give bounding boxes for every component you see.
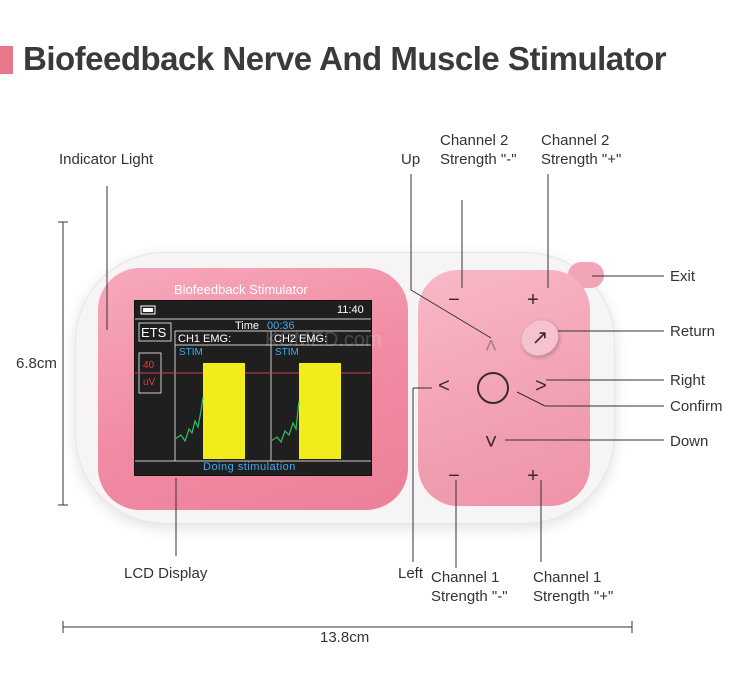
ch1-stim-bar bbox=[203, 363, 245, 459]
watermark: KOMED.com bbox=[265, 329, 382, 351]
ch2-plus-button[interactable]: + bbox=[527, 289, 539, 311]
ch1-emg-trace bbox=[174, 396, 204, 443]
label-ch1-minus-line1: Channel 1 bbox=[431, 569, 500, 586]
label-exit: Exit bbox=[670, 268, 696, 285]
label-return: Return bbox=[670, 323, 716, 340]
page-title: Biofeedback Nerve And Muscle Stimulator bbox=[23, 40, 667, 77]
label-lcd-display: LCD Display bbox=[124, 565, 208, 582]
label-ch1-plus-line1: Channel 1 bbox=[533, 569, 602, 586]
label-up: Up bbox=[401, 151, 421, 168]
label-ch2-plus-line1: Channel 2 bbox=[541, 132, 610, 149]
confirm-button[interactable] bbox=[477, 372, 509, 404]
lcd-status: Doing stimulation bbox=[203, 461, 296, 473]
lcd-level-value: 40 bbox=[143, 360, 155, 371]
lcd-content bbox=[135, 301, 371, 475]
battery-icon bbox=[140, 305, 156, 315]
device-brand-text: Biofeedback Stimulator bbox=[174, 282, 308, 297]
title-accent-bar bbox=[0, 46, 13, 74]
label-ch1-minus-line2: Strength "-" bbox=[431, 588, 508, 605]
ch2-stim-bar bbox=[299, 363, 341, 459]
right-button[interactable]: > bbox=[535, 375, 547, 397]
lcd-ch1-stim: STIM bbox=[179, 347, 203, 358]
left-button[interactable]: < bbox=[438, 375, 450, 397]
lcd-time-label: Time bbox=[235, 320, 260, 332]
label-height-dimension: 6.8cm bbox=[16, 355, 57, 372]
lcd-display: 11:40 ETS Time 00:36 CH1 EMG: CH2 EMG: S… bbox=[134, 300, 382, 476]
lcd-time-value: 00:36 bbox=[267, 320, 295, 332]
label-confirm: Confirm bbox=[670, 398, 723, 415]
lcd-ch2-emg: CH2 EMG: bbox=[274, 333, 328, 345]
label-indicator-light: Indicator Light bbox=[59, 151, 154, 168]
down-button[interactable]: ˅ bbox=[484, 429, 498, 454]
up-button[interactable]: ˄ bbox=[484, 333, 498, 358]
label-ch2-minus-line1: Channel 2 bbox=[440, 132, 509, 149]
lcd-clock: 11:40 bbox=[337, 304, 364, 316]
lcd-level-unit: uV bbox=[143, 377, 156, 388]
label-right: Right bbox=[670, 372, 706, 389]
ch2-minus-button[interactable]: − bbox=[448, 289, 460, 311]
ch2-emg-trace bbox=[270, 400, 300, 444]
label-width-dimension: 13.8cm bbox=[320, 629, 370, 646]
label-ch2-minus-line2: Strength "-" bbox=[440, 151, 517, 168]
return-arrow-icon: ↗ bbox=[531, 327, 549, 349]
label-down: Down bbox=[670, 433, 709, 450]
ch1-minus-button[interactable]: − bbox=[448, 465, 460, 487]
label-ch2-plus-line2: Strength "+" bbox=[541, 151, 622, 168]
label-left: Left bbox=[398, 565, 424, 582]
lcd-ch2-stim: STIM bbox=[275, 347, 299, 358]
lcd-ch1-emg: CH1 EMG: bbox=[178, 333, 232, 345]
lcd-mode: ETS bbox=[141, 325, 167, 340]
ch1-plus-button[interactable]: + bbox=[527, 465, 539, 487]
label-ch1-plus-line2: Strength "+" bbox=[533, 588, 614, 605]
